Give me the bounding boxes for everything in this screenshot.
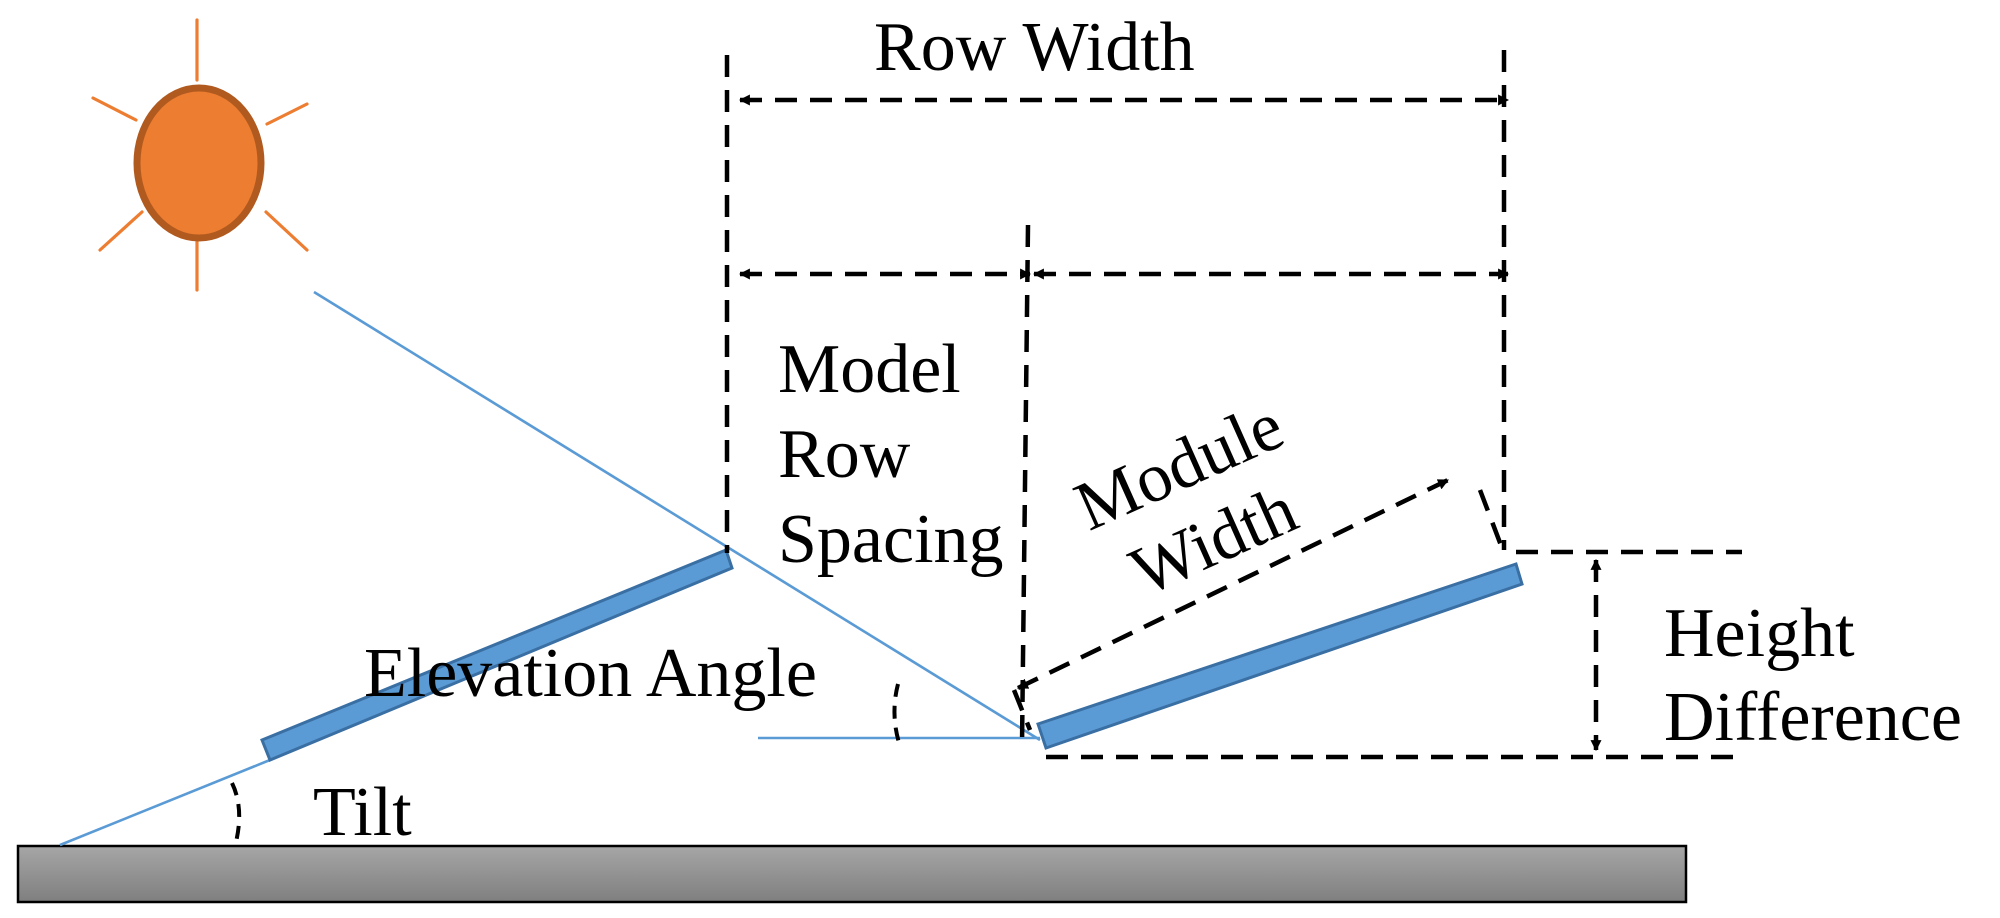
module-width-end-guide: [1477, 489, 1505, 549]
sun-ray: [265, 102, 309, 126]
front-solar-panel: [260, 548, 734, 762]
model-row-spacing-line-1: Model: [778, 331, 961, 408]
height-difference-line-2: Difference: [1664, 679, 1962, 756]
sun-icon: [91, 18, 309, 292]
sun-ray: [98, 210, 144, 252]
module-left-guide: [1019, 224, 1031, 746]
tilt-extension-line: [59, 758, 271, 847]
rear-solar-panel: [1036, 562, 1524, 750]
elevation-angle-arc: [892, 683, 902, 747]
tilt-angle-arc: [230, 782, 242, 843]
module-width-label: Module Width: [1064, 387, 1308, 611]
ground-slab: [16, 844, 1688, 904]
sun-ray-line: [313, 290, 1041, 742]
model-row-spacing-line-2: Row: [778, 416, 911, 493]
module-width-start-guide: [1011, 689, 1033, 731]
sun-disc: [133, 84, 265, 242]
model-row-spacing-label: Model Row Spacing: [778, 331, 1004, 578]
model-row-spacing-line-3: Spacing: [778, 501, 1004, 578]
sun-ray: [91, 96, 138, 122]
elevation-angle-label: Elevation Angle: [364, 635, 817, 712]
tilt-label: Tilt: [313, 774, 412, 851]
module-width-arrow: [1017, 477, 1449, 691]
row-width-label: Row Width: [874, 9, 1195, 86]
height-difference-line-1: Height: [1664, 595, 1855, 672]
sun-ray: [264, 210, 309, 252]
height-difference-label: Height Difference: [1664, 595, 1962, 756]
